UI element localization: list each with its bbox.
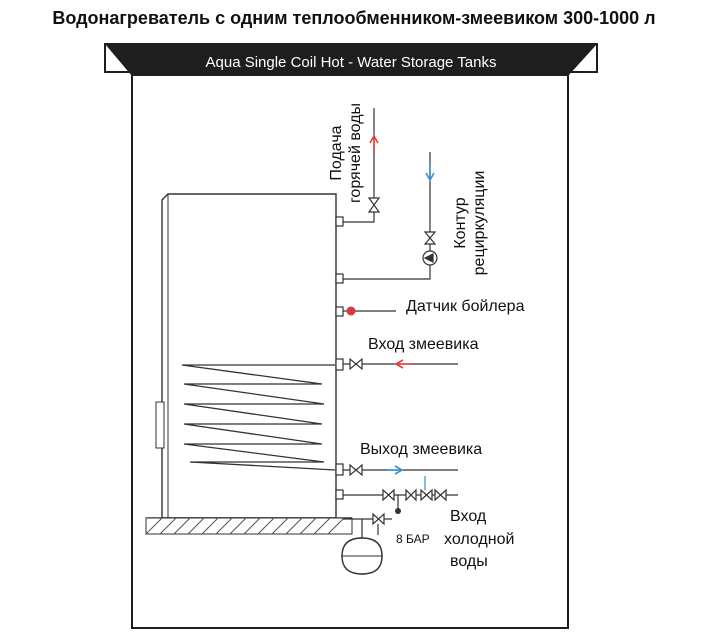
pressure-label: 8 БАР — [396, 532, 430, 546]
coil-inlet-arrow — [394, 359, 412, 369]
cold-water-label-line3: воды — [450, 553, 488, 570]
cold-water-label-line2: холодной — [444, 531, 515, 548]
frame — [104, 43, 598, 629]
coil-outlet-label: Выход змеевика — [360, 441, 483, 458]
tank-connectors — [335, 216, 344, 500]
coil-inlet-label: Вход змеевика — [368, 336, 479, 353]
coil-outlet-arrow — [386, 465, 404, 475]
sensor-label: Датчик бойлера — [406, 298, 525, 315]
banner-title: Aqua Single Coil Hot - Water Storage Tan… — [205, 54, 497, 71]
storage-tank — [155, 193, 337, 519]
recirculation-arrow — [425, 164, 435, 182]
pressure-gauge-dot — [395, 508, 401, 514]
recirculation-pipe — [343, 152, 438, 280]
heating-coil — [181, 364, 336, 471]
recirculation-line1: Контур — [452, 197, 469, 249]
boiler-sensor — [343, 306, 396, 316]
expansion-vessel — [341, 535, 383, 575]
hot-water-supply-line2: горячей воды — [347, 102, 364, 204]
title-banner — [105, 44, 597, 76]
hot-water-supply-label: Подача горячей воды — [327, 74, 367, 232]
hot-water-supply-line1: Подача — [328, 125, 345, 181]
recirculation-label: Контур рециркуляции — [451, 152, 491, 294]
ground — [145, 517, 353, 535]
cold-water-pipe — [343, 488, 458, 535]
recirculation-line2: рециркуляции — [471, 170, 488, 276]
hot-supply-arrow — [369, 134, 379, 150]
cold-water-label-line1: Вход — [450, 508, 487, 525]
page-title: Водонагреватель с одним теплообменником-… — [52, 8, 656, 28]
